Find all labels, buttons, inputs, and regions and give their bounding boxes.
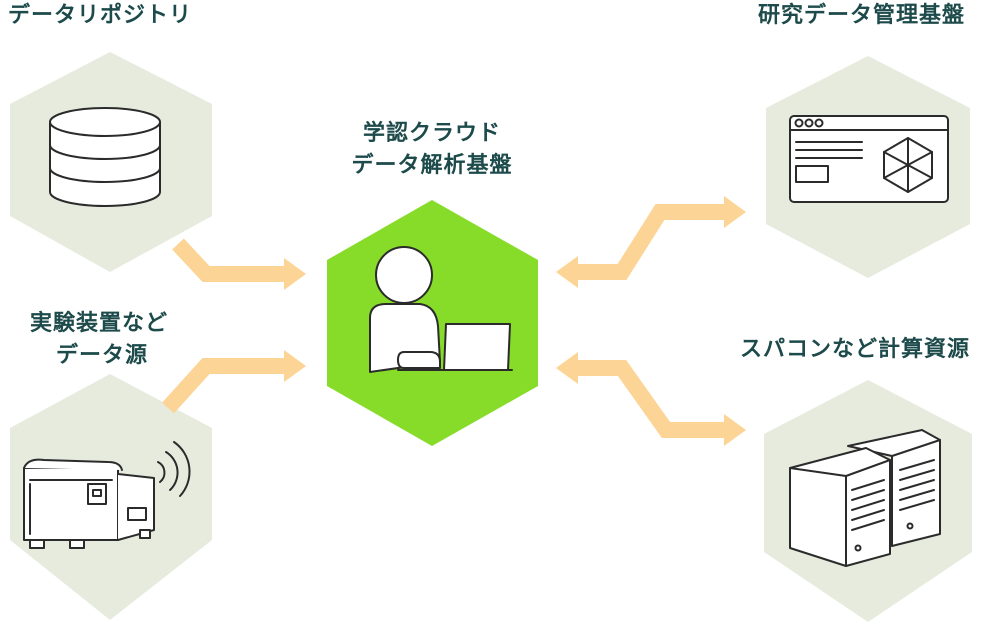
arrow-instruments-to-center	[162, 350, 306, 414]
browser-window-icon	[789, 115, 949, 203]
center-label-line2: データ解析基盤	[351, 153, 513, 178]
compute-label-line1: スパコンなど計算資源	[740, 337, 971, 362]
compute-label: スパコンなど計算資源	[740, 334, 970, 366]
instruments-label-line1: 実験装置など	[30, 311, 169, 336]
database-icon	[49, 107, 161, 207]
person-laptop-icon	[369, 246, 513, 373]
repository-label: データリポジトリ	[8, 0, 192, 32]
center-label-line1: 学認クラウド	[362, 121, 501, 146]
center-label: 学認クラウド データ解析基盤	[332, 118, 532, 182]
research-platform-label-line1: 研究データ管理基盤	[758, 3, 966, 28]
repository-label-line1: データリポジトリ	[8, 3, 193, 28]
arrow-center-research-platform	[556, 196, 746, 288]
instrument-icon	[23, 441, 191, 549]
instruments-label: 実験装置など データ源	[30, 308, 168, 372]
arrow-repository-to-center	[172, 238, 306, 290]
research-platform-label: 研究データ管理基盤	[758, 0, 965, 32]
instruments-label-line2: データ源	[56, 343, 149, 368]
server-rack-icon	[789, 429, 941, 567]
arrow-center-compute	[556, 352, 746, 446]
